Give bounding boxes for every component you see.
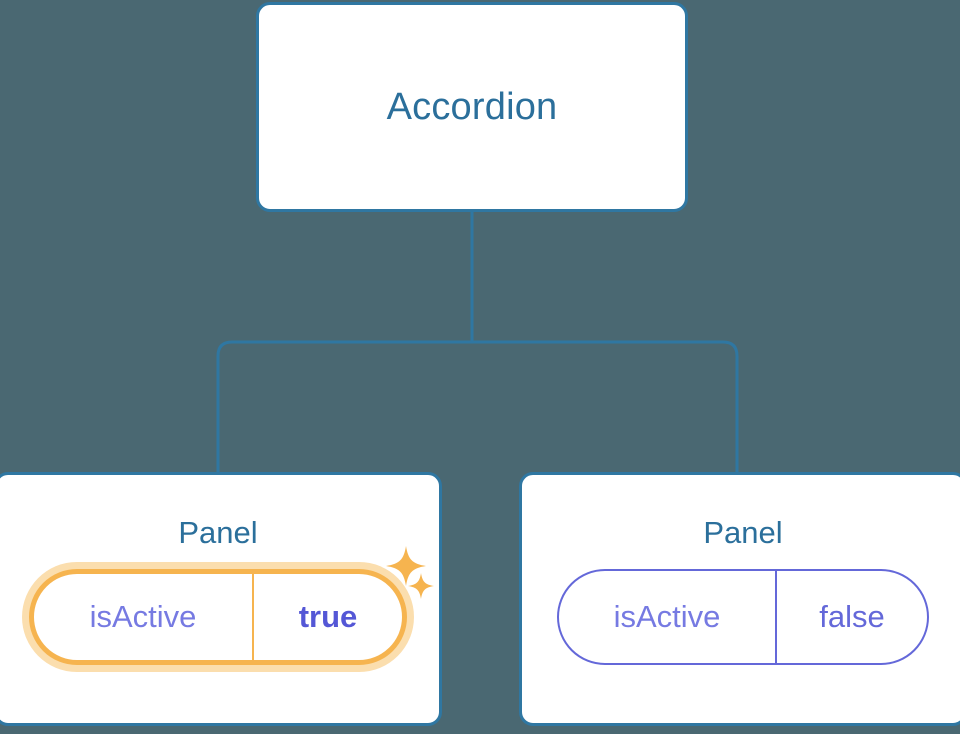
prop-divider-left — [252, 574, 254, 660]
node-panel-left-label: Panel — [178, 515, 258, 550]
prop-value-right: false — [819, 599, 885, 634]
edge-bus-left — [216, 340, 472, 472]
prop-pill-left-wrapper: isActive true — [29, 569, 407, 665]
node-panel-left[interactable]: Panel isActive true — [0, 472, 442, 726]
node-accordion[interactable]: Accordion — [256, 2, 688, 212]
prop-value-left: true — [298, 599, 358, 634]
prop-pill-right-wrapper: isActive false — [557, 569, 929, 665]
node-panel-right[interactable]: Panel isActive false — [519, 472, 960, 726]
prop-divider-right — [775, 571, 777, 663]
node-panel-right-label: Panel — [703, 515, 783, 550]
prop-pill-isactive-false[interactable]: isActive false — [557, 569, 929, 665]
prop-pill-isactive-true[interactable]: isActive true — [29, 569, 407, 665]
prop-key-right: isActive — [613, 599, 721, 634]
prop-key-left: isActive — [89, 599, 197, 634]
edge-bus-right — [472, 340, 739, 472]
node-accordion-label: Accordion — [386, 86, 558, 128]
